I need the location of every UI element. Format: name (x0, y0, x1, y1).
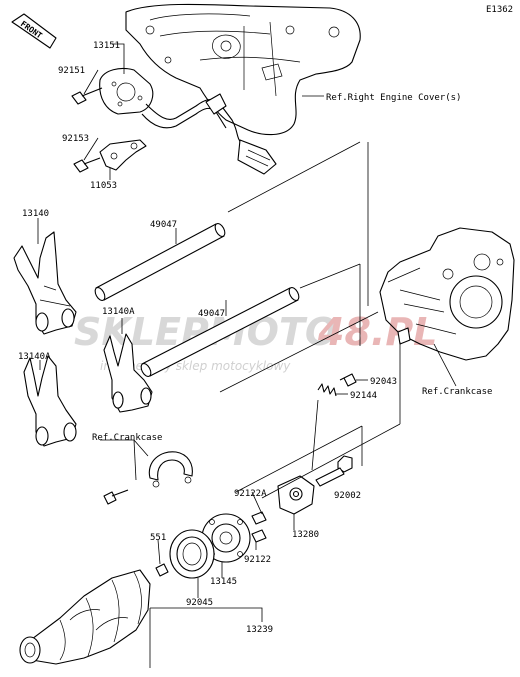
pin-92122a (251, 511, 267, 525)
bolt-left-icon (103, 489, 129, 505)
watermark: SKLEPMOTO 48.PL internetowy sklep motocy… (74, 310, 437, 373)
shift-fork-13140a-lower (23, 355, 77, 447)
label-92144: 92144 (350, 391, 377, 401)
label-92002: 92002 (334, 491, 361, 501)
gear-position-sensor (99, 67, 277, 175)
label-13140: 13140 (22, 209, 49, 219)
shift-rod-upper (94, 222, 226, 302)
label-13140a-lower: 13140A (18, 352, 51, 362)
diagram-id: E1362 (486, 5, 513, 15)
stopper-lever-13280 (277, 475, 315, 515)
label-13140a-upper: 13140A (102, 307, 135, 317)
leader-lines (37, 43, 457, 668)
label-13151: 13151 (93, 41, 120, 51)
label-92122a: 92122A (234, 489, 267, 499)
pin-92122 (251, 529, 267, 543)
label-49047-lower: 49047 (198, 309, 225, 319)
label-551: 551 (150, 533, 166, 543)
label-49047-upper: 49047 (150, 220, 177, 230)
label-13280: 13280 (292, 530, 319, 540)
bolt-92151-icon (71, 87, 103, 105)
label-92151: 92151 (58, 66, 85, 76)
label-13145: 13145 (210, 577, 237, 587)
ref-right-engine-cover: Ref.Right Engine Cover(s) (326, 93, 461, 103)
pin-551 (155, 563, 169, 577)
label-92122: 92122 (244, 555, 271, 565)
retainer-bracket (148, 451, 193, 488)
ref-crankcase-left: Ref.Crankcase (92, 433, 162, 443)
shift-drum-13239 (19, 569, 151, 665)
watermark-domain: 48.PL (317, 310, 437, 354)
shift-fork-13140 (13, 231, 77, 335)
crankcase-right (379, 227, 515, 361)
spring-92144 (317, 383, 337, 397)
right-engine-cover (125, 3, 361, 136)
bracket-11053 (73, 139, 147, 173)
shift-rod-lower (140, 286, 300, 378)
label-92153: 92153 (62, 134, 89, 144)
front-arrow-icon: FRONT (11, 13, 57, 49)
label-13239: 13239 (246, 625, 273, 635)
label-92045: 92045 (186, 598, 213, 608)
bearing-92045 (169, 529, 215, 579)
pin-92043 (339, 373, 357, 387)
label-92043: 92043 (370, 377, 397, 387)
shift-fork-13140a-upper (103, 333, 153, 413)
bolt-92002-icon (315, 455, 353, 487)
part-labels: 13151 92151 92153 11053 Ref.Right Engine… (18, 41, 492, 635)
label-11053: 11053 (90, 181, 117, 191)
ref-crankcase-right: Ref.Crankcase (422, 387, 492, 397)
